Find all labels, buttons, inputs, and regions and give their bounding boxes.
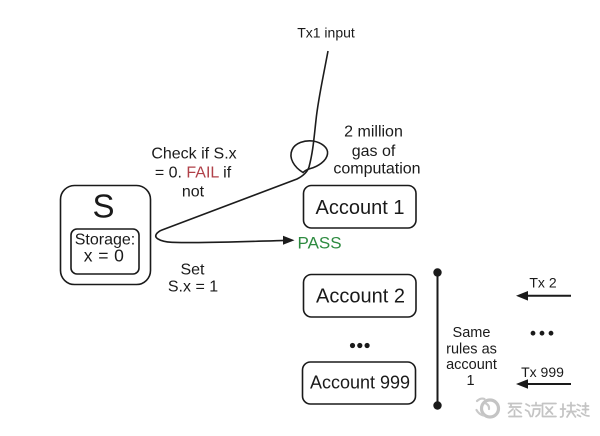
svg-text:computation: computation <box>333 161 420 178</box>
svg-text:Account 2: Account 2 <box>316 286 405 308</box>
svg-text:PASS: PASS <box>298 234 342 253</box>
svg-text:1: 1 <box>466 373 474 389</box>
svg-text:not: not <box>182 184 205 201</box>
svg-text:Account 999: Account 999 <box>310 373 410 393</box>
svg-text:Tx1 input: Tx1 input <box>297 25 355 41</box>
svg-text:rules as: rules as <box>446 342 497 358</box>
svg-text:x = 0: x = 0 <box>84 246 124 266</box>
svg-text:Account 1: Account 1 <box>316 197 405 219</box>
svg-text:= 0. FAIL if: = 0. FAIL if <box>155 165 232 182</box>
svg-text:account: account <box>446 357 497 373</box>
svg-text:Tx 999: Tx 999 <box>521 364 564 380</box>
svg-text:Storage:: Storage: <box>75 232 135 249</box>
svg-text:S: S <box>92 188 114 225</box>
svg-text:Same: Same <box>453 325 491 341</box>
svg-text:S.x = 1: S.x = 1 <box>168 279 218 296</box>
svg-text:2 million: 2 million <box>344 124 403 141</box>
svg-text:gas of: gas of <box>352 143 396 160</box>
svg-text:Set: Set <box>180 262 205 279</box>
svg-text:Tx 2: Tx 2 <box>529 275 556 291</box>
svg-text:Check if S.x: Check if S.x <box>151 146 236 163</box>
